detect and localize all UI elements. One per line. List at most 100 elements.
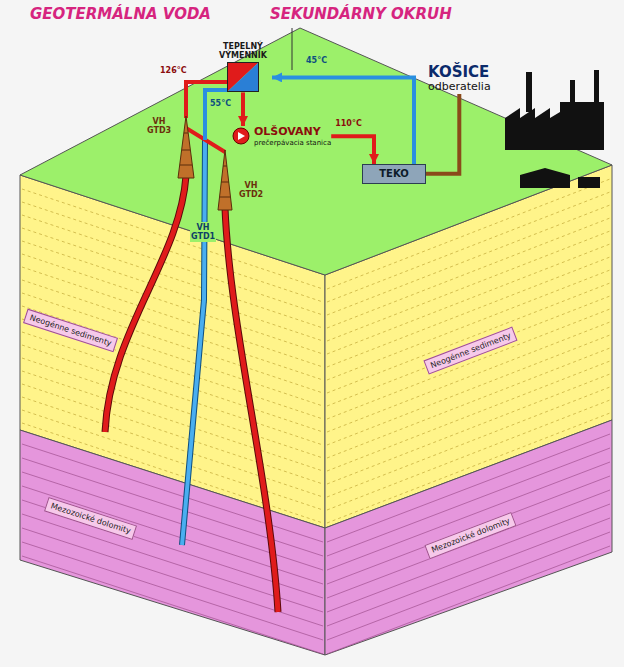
return-water-pipe xyxy=(205,90,227,140)
pumping-station: OLŠOVANYprečerpávacia stanica xyxy=(232,126,331,147)
production-well-left xyxy=(105,176,186,432)
section-heading: SEKUNDÁRNY OKRUH xyxy=(270,6,452,23)
stratum-line xyxy=(327,231,610,341)
house xyxy=(520,168,570,188)
stratum-line xyxy=(22,371,323,471)
pipe-connector xyxy=(426,94,459,174)
hot-side xyxy=(227,62,259,92)
stratum-line xyxy=(327,322,610,432)
production-well-right-core xyxy=(225,208,278,612)
temperature-label: 110°C xyxy=(335,119,362,128)
node-text: OLŠOVANY xyxy=(254,126,331,139)
rig-strut xyxy=(221,182,229,183)
bedding-line xyxy=(327,434,610,542)
well-label: VH GTD3 xyxy=(146,116,172,136)
heating-plant: TEKO xyxy=(362,164,426,184)
well-label: VH GTD2 xyxy=(238,180,264,200)
temperature-label: 55°C xyxy=(210,99,231,108)
stratum-line xyxy=(22,306,323,406)
stratum-line xyxy=(327,205,610,315)
stratum-line xyxy=(22,293,323,393)
stratum-line xyxy=(327,283,610,393)
stratum-line xyxy=(22,345,323,445)
rig-strut xyxy=(223,166,227,167)
stratum-line xyxy=(327,348,610,458)
station-text: OLŠOVANYprečerpávacia stanica xyxy=(254,126,331,147)
reinjection-well xyxy=(182,140,205,545)
pump-symbol xyxy=(232,127,250,145)
stratum-line xyxy=(22,410,323,510)
stratum-line xyxy=(22,332,323,432)
heat-exchanger: TEPELNÝ VÝMENNÍK xyxy=(214,42,272,92)
stratum-line xyxy=(327,179,610,289)
house xyxy=(578,177,600,188)
bedding-line xyxy=(327,476,610,584)
factory-hall xyxy=(560,102,604,150)
pipe-connector xyxy=(331,136,374,164)
leader-line xyxy=(292,28,293,70)
rig-strut xyxy=(184,133,188,134)
bedding-line xyxy=(327,490,610,598)
rig-strut xyxy=(182,150,190,151)
drilling-rig xyxy=(178,116,194,178)
drilling-rig xyxy=(178,116,194,178)
stratum-line xyxy=(22,358,323,458)
bedding-line xyxy=(22,444,323,542)
stratum-line xyxy=(327,361,610,471)
bedding-line xyxy=(22,472,323,570)
temperature-label: 126°C xyxy=(160,66,187,75)
stratum-line xyxy=(22,397,323,497)
production-well-left-core xyxy=(105,176,186,432)
pump-circle xyxy=(233,128,249,144)
node-text: TEPELNÝ VÝMENNÍK xyxy=(214,42,272,60)
section-heading: GEOTERMÁLNA VODA xyxy=(30,6,211,23)
bedding-line xyxy=(327,462,610,570)
temperature-label: 45°C xyxy=(306,56,327,65)
stratum-line xyxy=(22,280,323,380)
node-text: prečerpávacia stanica xyxy=(254,139,331,147)
factory-silhouettes xyxy=(505,70,604,188)
bedding-line xyxy=(22,458,323,556)
stratum-line xyxy=(22,384,323,484)
city-consumers: KOŠICEodberatelia xyxy=(428,64,491,94)
stratum-line xyxy=(327,400,610,510)
pump-arrow xyxy=(238,132,245,140)
stratum-line xyxy=(22,202,323,302)
chimney xyxy=(526,72,532,112)
stratum-line xyxy=(22,267,323,367)
pipe-connector xyxy=(241,92,245,126)
left-carbonate-face xyxy=(20,430,325,655)
strata-lines xyxy=(22,179,610,654)
node-text: TEKO xyxy=(367,168,421,180)
bedding-line xyxy=(327,504,610,612)
exchanger-symbol xyxy=(227,62,259,92)
stratum-line xyxy=(327,387,610,497)
stratum-line xyxy=(327,309,610,419)
stratum-line xyxy=(327,374,610,484)
well-label: VH GTD1 xyxy=(190,222,216,242)
stratum-line xyxy=(327,270,610,380)
stratum-line xyxy=(327,218,610,328)
rig-strut xyxy=(220,197,230,198)
bedding-line xyxy=(327,546,610,654)
bedding-line xyxy=(327,532,610,640)
reinjection-well-core xyxy=(182,140,205,545)
drilling-rig xyxy=(218,150,232,210)
drilling-rig xyxy=(218,150,232,210)
exchanger-outline xyxy=(228,63,259,92)
stratum-line xyxy=(22,254,323,354)
stratum-line xyxy=(327,244,610,354)
production-well-right xyxy=(225,208,278,612)
stratum-line xyxy=(327,296,610,406)
chimney xyxy=(570,80,575,104)
node-text: odberatelia xyxy=(428,81,491,94)
rig-strut xyxy=(180,165,192,166)
pipe-connector xyxy=(272,77,414,164)
stratum-line xyxy=(327,192,610,302)
factory-hall xyxy=(505,108,560,150)
chimney xyxy=(594,70,599,104)
node-text: KOŠICE xyxy=(428,64,491,81)
cold-side xyxy=(227,62,259,92)
ground-surface xyxy=(20,28,612,275)
